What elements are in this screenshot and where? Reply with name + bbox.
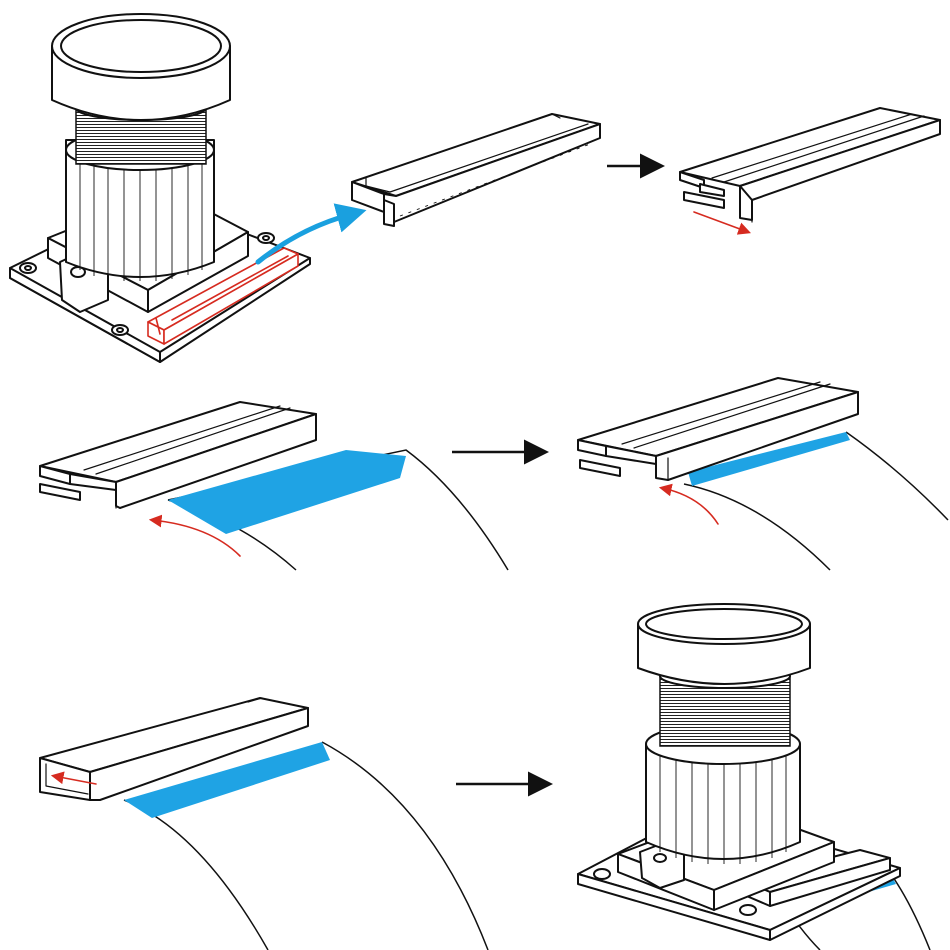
callout-arrow-icon xyxy=(255,203,367,265)
ribbon-cable-icon xyxy=(168,450,406,534)
step-insert-cable xyxy=(39,401,509,571)
step-latch-closed xyxy=(39,697,489,950)
step-camera-with-connector xyxy=(9,13,367,363)
step-connector-latch-open xyxy=(679,107,941,235)
connector-highlight-icon xyxy=(147,247,299,345)
insert-arrow-icon xyxy=(658,483,719,525)
step-cable-inserted xyxy=(577,377,949,571)
insert-arrow-icon xyxy=(148,514,241,557)
ribbon-cable-icon xyxy=(124,742,330,818)
slide-arrow-icon xyxy=(693,211,752,235)
step-connector-closed xyxy=(351,113,601,227)
ribbon-cable-icon xyxy=(688,432,850,486)
close-arrow-icon xyxy=(50,771,97,785)
step-camera-assembled xyxy=(577,603,931,950)
